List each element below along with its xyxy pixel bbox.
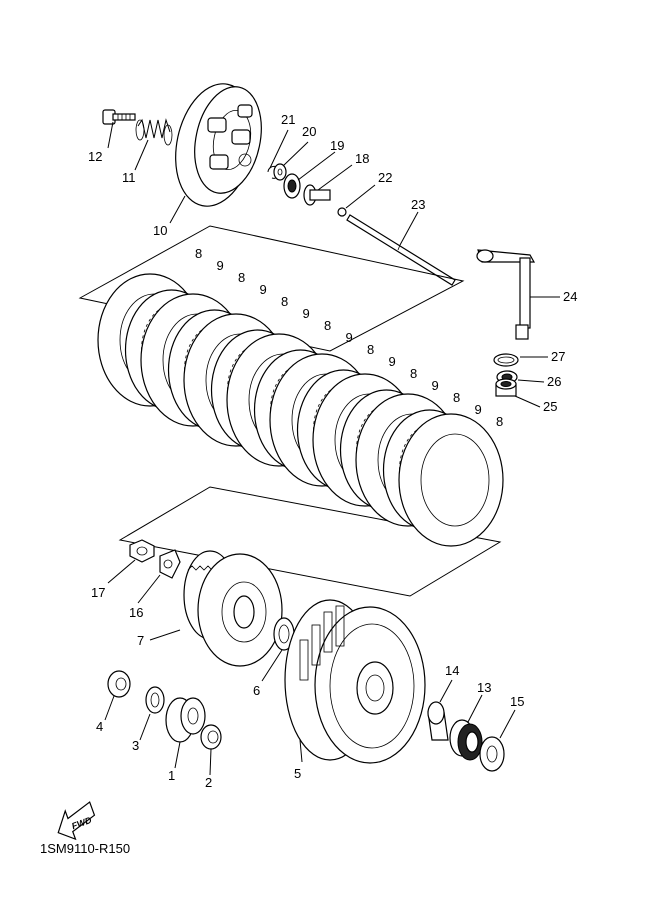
fwd-arrow-icon: FWD bbox=[57, 801, 96, 841]
callout-26: 26 bbox=[547, 374, 561, 389]
callout-21: 21 bbox=[281, 112, 295, 127]
washer-part-3 bbox=[145, 686, 165, 714]
plate-label: 9 bbox=[260, 282, 267, 297]
callout-23: 23 bbox=[411, 197, 425, 212]
callout-1: 1 bbox=[168, 768, 175, 783]
friction-plate bbox=[398, 413, 504, 547]
clutch-boss bbox=[183, 550, 283, 667]
callout-13: 13 bbox=[477, 680, 491, 695]
push-rod-part-18 bbox=[303, 184, 331, 206]
plate-label: 8 bbox=[496, 414, 503, 429]
spacer-part-14 bbox=[427, 701, 449, 741]
bearing-part-25 bbox=[495, 378, 517, 397]
leader-lines bbox=[104, 121, 560, 776]
callout-18: 18 bbox=[355, 151, 369, 166]
callout-19: 19 bbox=[330, 138, 344, 153]
nut-part-17 bbox=[129, 539, 155, 563]
spring-part bbox=[135, 118, 173, 146]
callout-2: 2 bbox=[205, 775, 212, 790]
gear-part-1 bbox=[165, 697, 206, 743]
plate-label: 8 bbox=[367, 342, 374, 357]
plate-label: 9 bbox=[303, 306, 310, 321]
callout-24: 24 bbox=[563, 289, 577, 304]
callout-10: 10 bbox=[153, 223, 167, 238]
callout-16: 16 bbox=[129, 605, 143, 620]
callout-22: 22 bbox=[378, 170, 392, 185]
washer-part-20 bbox=[273, 163, 287, 181]
callout-17: 17 bbox=[91, 585, 105, 600]
callout-20: 20 bbox=[302, 124, 316, 139]
clutch-housing bbox=[284, 599, 426, 764]
callout-14: 14 bbox=[445, 663, 459, 678]
bolt-part bbox=[102, 109, 136, 125]
diagram-code: 1SM9110-R150 bbox=[40, 841, 130, 856]
callout-11: 11 bbox=[122, 170, 136, 185]
plate-label: 8 bbox=[453, 390, 460, 405]
clutch-plate-stack bbox=[97, 273, 504, 547]
plate-label: 8 bbox=[281, 294, 288, 309]
callout-27: 27 bbox=[551, 349, 565, 364]
plate-label: 9 bbox=[389, 354, 396, 369]
callout-5: 5 bbox=[294, 766, 301, 781]
callout-4: 4 bbox=[96, 719, 103, 734]
plate-label: 9 bbox=[475, 402, 482, 417]
callout-15: 15 bbox=[510, 694, 524, 709]
washer-part-6 bbox=[273, 617, 295, 651]
bearing-part-19 bbox=[283, 173, 301, 199]
callout-6: 6 bbox=[253, 683, 260, 698]
washer-part-15 bbox=[479, 736, 505, 772]
plate-label: 8 bbox=[238, 270, 245, 285]
lock-washer-part-16 bbox=[159, 549, 181, 579]
bushing-part-2 bbox=[200, 724, 222, 750]
needle-bearing-part-13 bbox=[449, 719, 483, 761]
callout-25: 25 bbox=[543, 399, 557, 414]
plate-stack-frame-lower bbox=[118, 486, 502, 597]
nut-part-4 bbox=[107, 670, 131, 698]
ball-part-22 bbox=[337, 207, 347, 217]
plate-label: 8 bbox=[410, 366, 417, 381]
callout-3: 3 bbox=[132, 738, 139, 753]
plate-label: 9 bbox=[217, 258, 224, 273]
plate-label: 8 bbox=[324, 318, 331, 333]
callout-12: 12 bbox=[88, 149, 102, 164]
oil-seal-part-27 bbox=[493, 353, 519, 367]
push-lever-shaft bbox=[476, 249, 536, 340]
plate-label: 9 bbox=[432, 378, 439, 393]
push-rod-part-23 bbox=[346, 214, 456, 286]
plate-label: 9 bbox=[346, 330, 353, 345]
callout-7: 7 bbox=[137, 633, 144, 648]
callout-labels: 12 11 10 21 20 19 18 22 23 24 27 26 25 1… bbox=[88, 112, 577, 790]
plate-label: 8 bbox=[195, 246, 202, 261]
pressure-plate bbox=[175, 83, 262, 207]
